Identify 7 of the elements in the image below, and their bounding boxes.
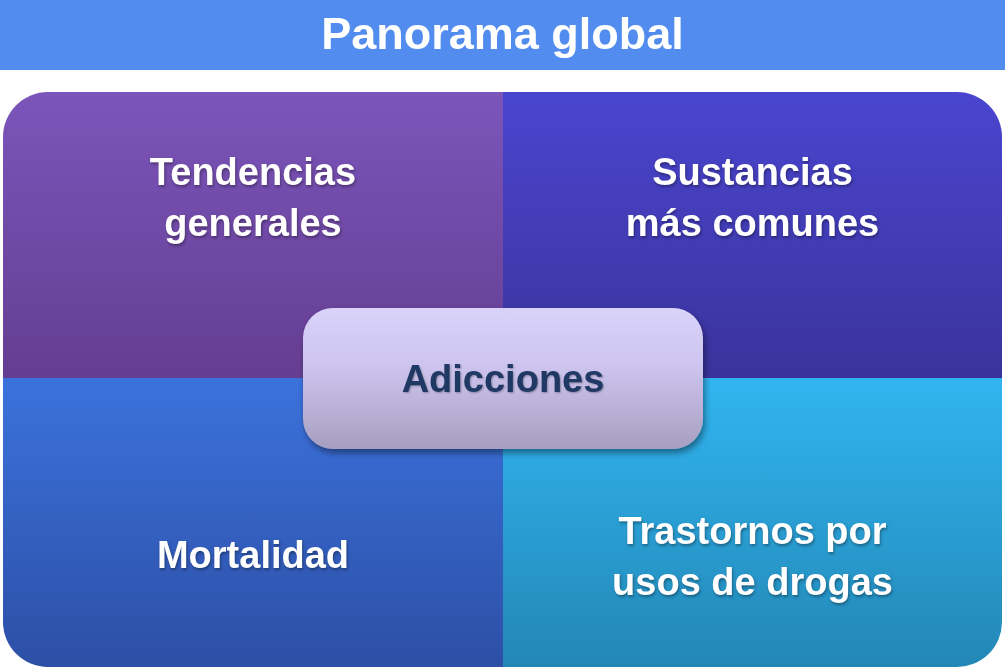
panel-heading: Mortalidad xyxy=(155,533,351,578)
title: Panorama global xyxy=(321,7,684,61)
center-heading: Adicciones xyxy=(401,356,605,402)
panel-heading: Trastornos por usos de drogas xyxy=(611,509,894,605)
panel-heading: Tendencias generales xyxy=(148,150,358,246)
panel-heading: Sustancias más comunes xyxy=(624,150,881,246)
center-box xyxy=(303,308,703,449)
